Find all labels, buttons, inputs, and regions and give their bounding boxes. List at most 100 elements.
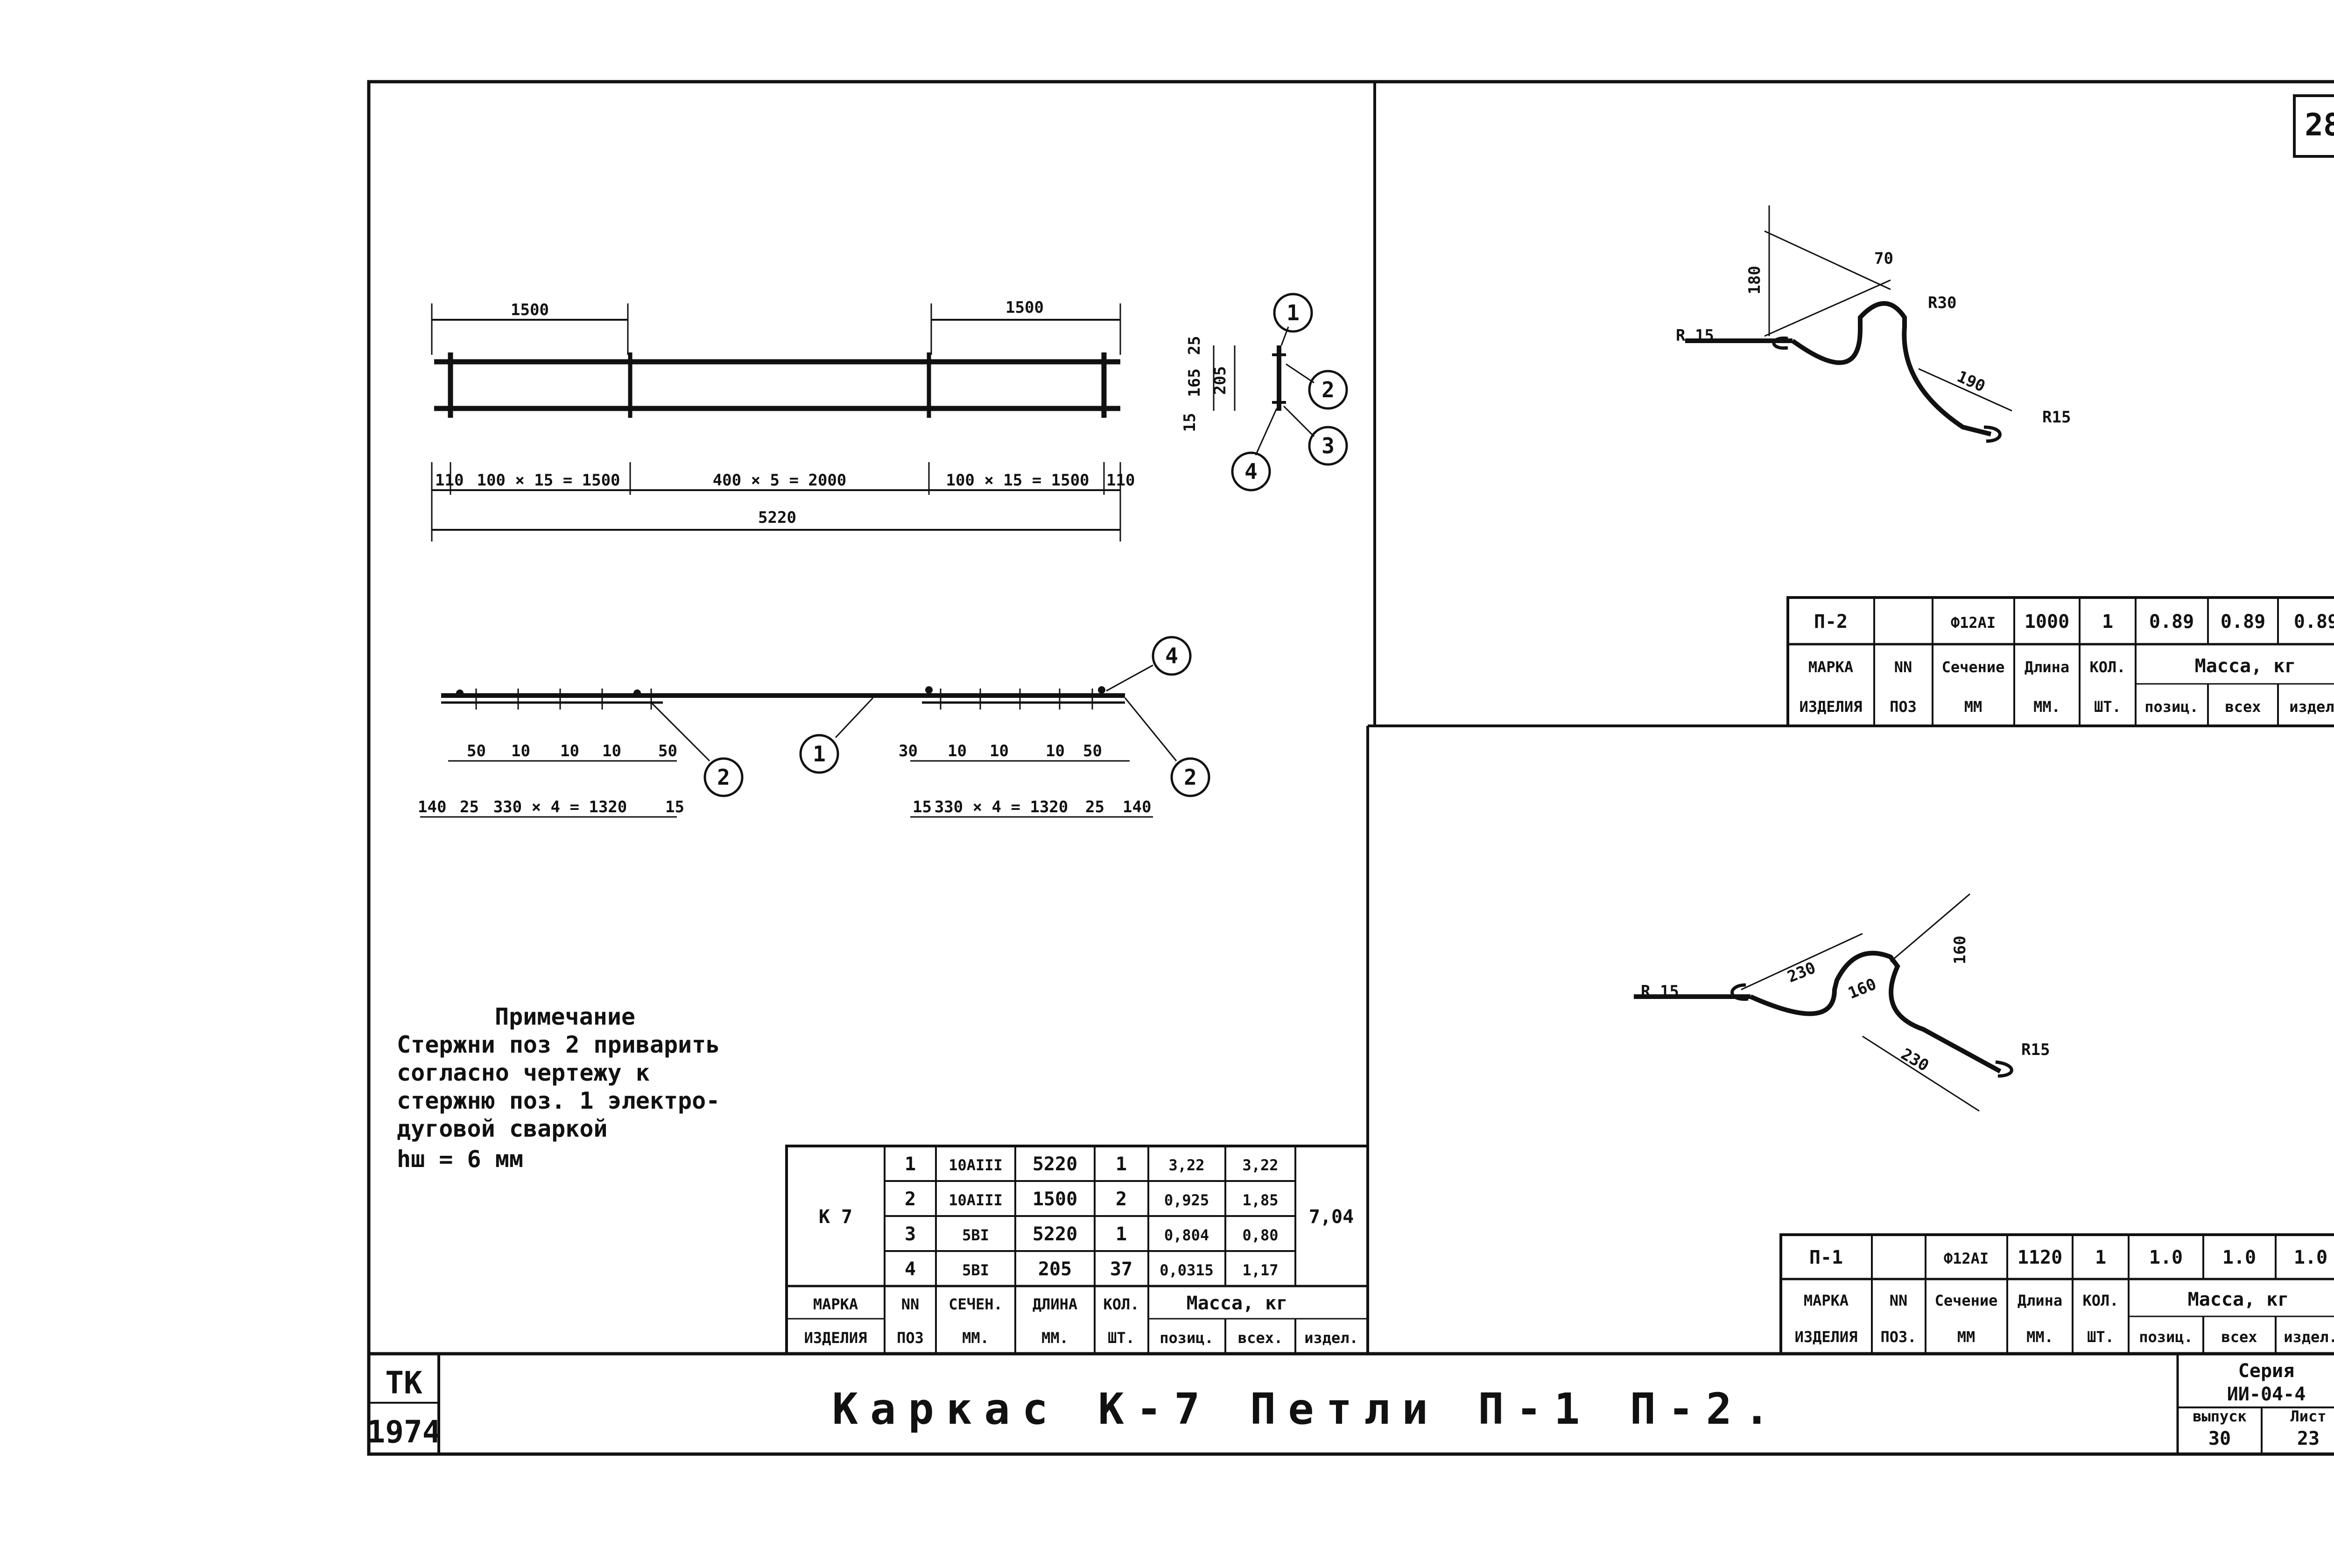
note-line-1: Стержни поз 2 приварить <box>397 1031 720 1058</box>
k7-section: 25 165 205 15 1 2 3 4 <box>1181 293 1348 492</box>
k7-h-mass-item: издел. <box>1304 1329 1358 1347</box>
plan-right-dim-10c: 10 <box>1046 742 1065 760</box>
k7-h-section-1: СЕЧЕН. <box>949 1295 1003 1313</box>
k7-h-length-2: ММ. <box>1041 1329 1069 1347</box>
k7-h-mass-pos: позиц. <box>1160 1329 1214 1347</box>
k7-row2-mass-pos: 0,925 <box>1164 1191 1209 1209</box>
k7-row1-mass-pos: 3,22 <box>1168 1156 1204 1174</box>
page-title: Каркас К-7 Петли П-1 П-2. <box>832 1384 1782 1434</box>
p2-h-qty-2: ШТ. <box>2094 698 2121 716</box>
p1-h-pos-1: NN <box>1890 1292 1908 1309</box>
p1-qty: 1 <box>2095 1247 2106 1268</box>
p2-h-mass-all: всех <box>2225 698 2261 716</box>
k7-row2-qty: 2 <box>1116 1188 1127 1210</box>
k7-elevation: 1500 1500 110 100 × 15 = 1500 400 × 5 = … <box>431 298 1135 541</box>
k7-h-mass-all: всех. <box>1238 1329 1283 1347</box>
k7-h-mark-2: ИЗДЕЛИЯ <box>804 1329 867 1347</box>
section-callout-3: 3 <box>1322 433 1335 458</box>
dim-bottom-110-left: 110 <box>435 471 464 490</box>
p2-mark: П-2 <box>1814 611 1848 633</box>
note-line-4: дуговой сваркой <box>397 1115 608 1142</box>
p2-h-mass-pos: позиц. <box>2144 698 2199 716</box>
p1-h-mass-item: издел. <box>2284 1328 2334 1346</box>
plan-left-dim-10b: 10 <box>560 742 579 760</box>
p2-h-mark-2: ИЗДЕЛИЯ <box>1800 698 1863 716</box>
table-k7: К 7 7,04 1 10АIII 5220 1 3,22 3,22 2 10А… <box>785 1145 1369 1355</box>
p2-h-length-2: ММ. <box>2033 698 2060 716</box>
k7-row3-section: 5ВI <box>962 1226 989 1244</box>
k7-row4-qty: 37 <box>1110 1259 1132 1280</box>
k7-row1-pos: 1 <box>905 1153 916 1175</box>
p1-h-section-1: Сечение <box>1935 1292 1998 1309</box>
p1-h-mark-1: МАРКА <box>1804 1292 1849 1309</box>
k7-row2-mass-all: 1,85 <box>1242 1191 1278 1209</box>
k7-row3-length: 5220 <box>1033 1223 1077 1245</box>
p1-length: 1120 <box>2018 1247 2062 1268</box>
k7-h-mark-1: МАРКА <box>813 1295 858 1313</box>
k7-row2-length: 1500 <box>1033 1188 1077 1210</box>
p1-dim-r15-right: R15 <box>2021 1041 2050 1059</box>
series-label: Серия <box>2238 1360 2294 1382</box>
p1-mark: П-1 <box>1809 1247 1843 1268</box>
k7-row4-section: 5ВI <box>962 1261 989 1279</box>
k7-mark: К 7 <box>819 1206 852 1228</box>
table-p1: П-1 Ф12АI 1120 1 1.0 1.0 1.0 МАРКА ИЗДЕЛ… <box>1779 1233 2334 1355</box>
k7-h-length-1: ДЛИНА <box>1033 1295 1077 1313</box>
title-block: ТК 1974 Каркас К-7 Петли П-1 П-2. Серия … <box>367 1354 2334 1454</box>
note-line-5: hш = 6 мм <box>397 1146 523 1173</box>
k7-row1-section: 10АIII <box>949 1156 1003 1174</box>
table-p2: П-2 Ф12АI 1000 1 0.89 0.89 0.89 МАРКА ИЗ… <box>1786 596 2334 727</box>
k7-row3-mass-all: 0,80 <box>1242 1226 1278 1244</box>
stamp-year: 1974 <box>367 1414 441 1450</box>
plan-right-dim-10b: 10 <box>990 742 1009 760</box>
p1-dim-230-bottom: 230 <box>1898 1045 1932 1075</box>
p1-dim-160-vert: 160 <box>1951 935 1969 964</box>
p1-h-mass: Масса, кг <box>2188 1289 2289 1310</box>
plan-right-dim-10a: 10 <box>948 742 967 760</box>
k7-row2-pos: 2 <box>905 1188 916 1210</box>
loop-p2-shape <box>1685 301 1992 436</box>
series-value: ИИ-04-4 <box>2227 1384 2306 1405</box>
k7-row3-qty: 1 <box>1116 1223 1127 1245</box>
p1-h-length-1: Длина <box>2018 1292 2062 1309</box>
plan-left-dim-25: 25 <box>460 798 479 816</box>
sheet-label: Лист <box>2290 1407 2326 1425</box>
k7-h-pos-1: NN <box>901 1295 920 1313</box>
sheet-number-box: 28 <box>2293 94 2334 158</box>
p2-h-qty-1: КОЛ. <box>2089 658 2125 676</box>
note-heading: Примечание <box>495 1003 635 1030</box>
p2-mass-item: 0.89 <box>2294 611 2334 633</box>
p1-h-mass-pos: позиц. <box>2139 1328 2193 1346</box>
loop-p1-shape <box>1634 950 2002 1074</box>
dim-bottom-segment-2: 400 × 5 = 2000 <box>713 471 847 490</box>
section-callout-1: 1 <box>1287 300 1300 325</box>
sheet-value: 23 <box>2297 1428 2320 1449</box>
plan-callout-2-right: 2 <box>1184 765 1197 790</box>
plan-callout-1: 1 <box>813 741 826 766</box>
k7-h-pos-2: ПОЗ <box>897 1329 924 1347</box>
plan-left-dim-span: 330 × 4 = 1320 <box>493 798 627 816</box>
p2-dim-70: 70 <box>1874 249 1893 268</box>
plan-right-dim-span: 330 × 4 = 1320 <box>935 798 1069 816</box>
k7-h-qty-2: ШТ. <box>1108 1329 1135 1347</box>
plan-right-dim-25: 25 <box>1085 798 1104 816</box>
sheet-number: 28 <box>2305 107 2334 143</box>
plan-right-dim-30: 30 <box>899 742 918 760</box>
p1-h-pos-2: ПОЗ. <box>1880 1328 1916 1346</box>
dim-bottom-segment-3: 100 × 15 = 1500 <box>946 471 1089 490</box>
p2-dim-180: 180 <box>1745 266 1764 294</box>
k7-row4-pos: 4 <box>905 1259 916 1280</box>
p2-h-pos-1: NN <box>1894 658 1912 676</box>
p2-h-length-1: Длина <box>2025 658 2069 676</box>
dim-bottom-110-right: 110 <box>1106 471 1135 490</box>
k7-plan: 50 10 10 10 50 140 25 330 × 4 = 1320 15 … <box>418 636 1210 818</box>
stamp-org: ТК <box>385 1365 422 1401</box>
k7-row3-mass-pos: 0,804 <box>1164 1226 1209 1244</box>
k7-row4-length: 205 <box>1038 1259 1072 1280</box>
p2-h-pos-2: ПОЗ <box>1890 698 1917 716</box>
p1-mass-pos: 1.0 <box>2149 1247 2183 1268</box>
plan-left-dim-140: 140 <box>418 798 446 816</box>
k7-row1-length: 5220 <box>1033 1153 1077 1175</box>
note-line-2: согласно чертежу к <box>397 1059 650 1086</box>
